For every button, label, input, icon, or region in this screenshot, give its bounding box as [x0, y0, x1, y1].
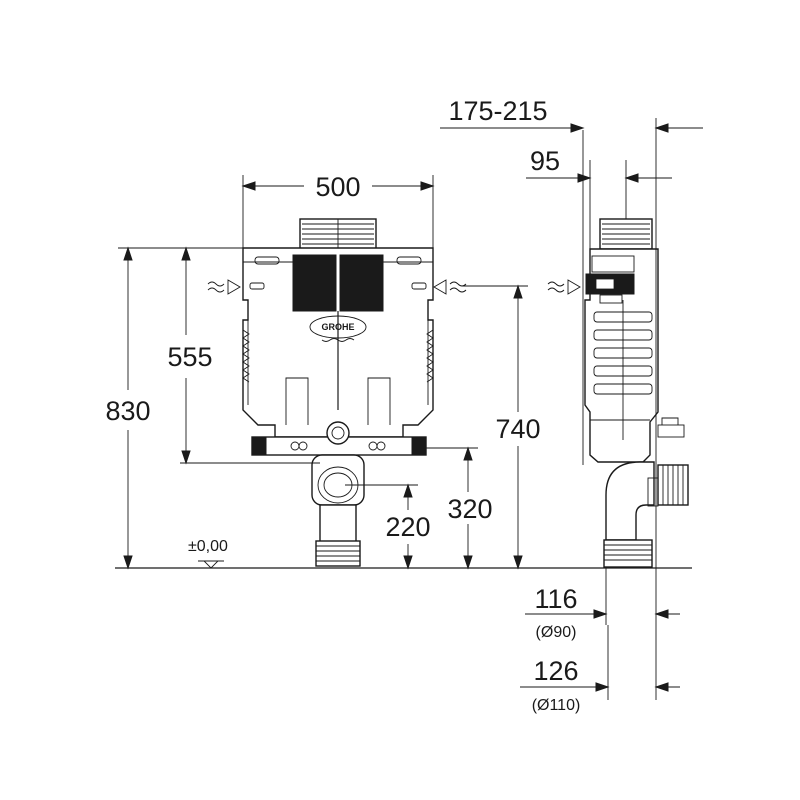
dim-height-740 [462, 284, 528, 570]
dim-depth-frame [526, 160, 672, 249]
dim-height-220 [345, 483, 418, 570]
dim-height-555 [180, 246, 320, 465]
dim-height-320 [426, 446, 478, 570]
dim-outlet-110-label: 126 [533, 656, 578, 686]
dim-outlet-110-diameter: (Ø110) [532, 697, 581, 714]
water-supply-left-icon [207, 279, 241, 295]
side-view-frame [547, 130, 689, 568]
logo-text: GROHE [321, 322, 354, 332]
dim-height-total-label: 830 [105, 396, 150, 426]
water-supply-side-icon [547, 279, 581, 295]
dim-width-500 [241, 175, 435, 248]
front-frame [207, 218, 467, 567]
water-supply-right-icon [433, 279, 467, 295]
dim-height-outlet-label: 220 [385, 512, 430, 542]
dim-outlet-90-diameter: (Ø90) [536, 624, 577, 641]
dim-outlet-110 [520, 625, 680, 700]
dim-outlet-90 [525, 568, 680, 700]
dim-depth-range [440, 118, 703, 568]
dim-depth-range-label: 175-215 [448, 96, 547, 126]
dim-width-label: 500 [315, 172, 360, 202]
floor-level-label: ±0,00 [188, 538, 228, 555]
dim-height-drain-label: 320 [447, 494, 492, 524]
dim-outlet-90-label: 116 [534, 584, 577, 614]
dim-height-flush-label: 740 [495, 414, 540, 444]
grohe-logo: GROHE [309, 315, 367, 342]
dim-height-830 [118, 246, 243, 570]
dim-depth-frame-label: 95 [530, 146, 560, 176]
dim-height-frame-label: 555 [167, 342, 212, 372]
floor-level-marker [198, 560, 224, 569]
